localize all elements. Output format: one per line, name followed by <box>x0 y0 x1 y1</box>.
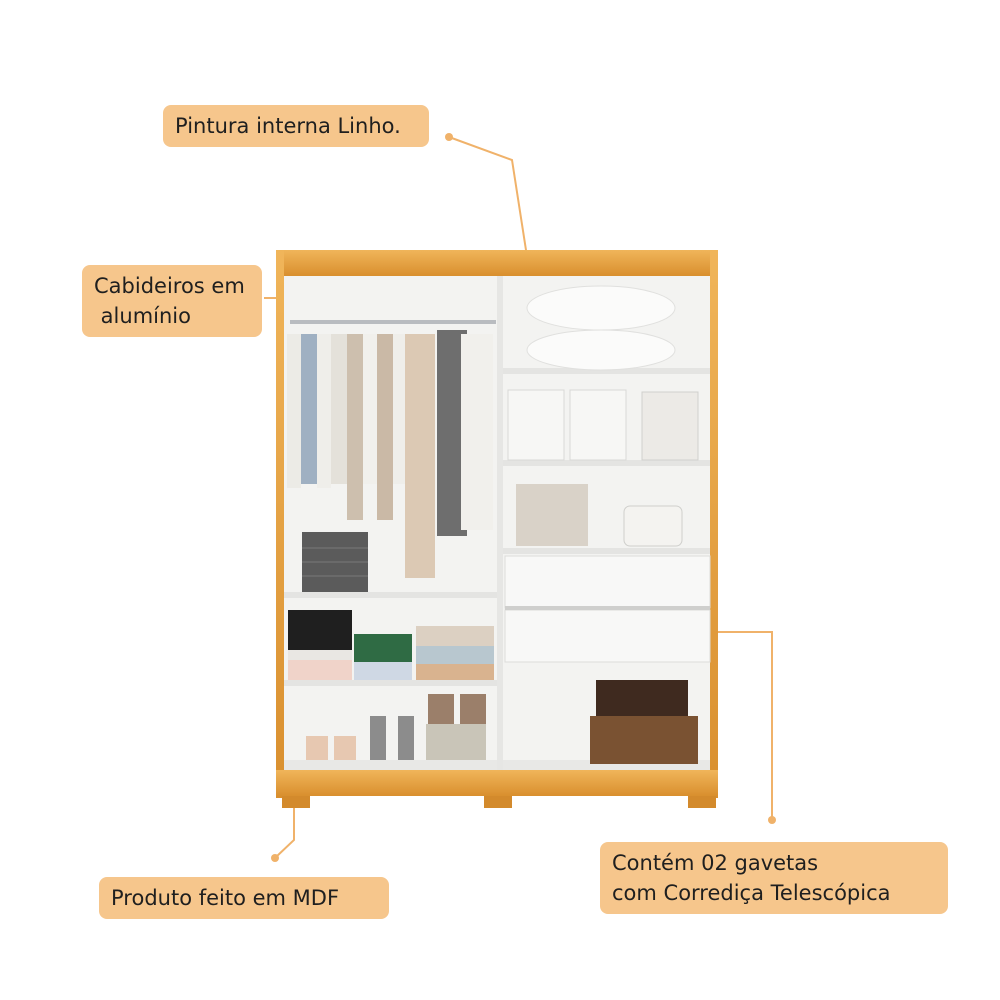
stacked-boxes <box>516 484 588 546</box>
wardrobe-left-side <box>276 250 284 798</box>
callout-paint-text: Pintura interna Linho. <box>175 114 401 138</box>
leader-material <box>275 800 295 858</box>
callout-drawers-line1: Contém 02 gavetas <box>612 851 819 875</box>
right-floor <box>503 760 710 770</box>
wardrobe-top <box>276 250 718 276</box>
callout-hangers: Cabideiros em alumínio <box>82 265 262 337</box>
callout-paint: Pintura interna Linho. <box>163 105 429 147</box>
drawer-upper <box>504 555 711 609</box>
right-shelf-2 <box>503 460 710 466</box>
foot-middle <box>484 796 512 808</box>
callout-hangers-line1: Cabideiros em <box>94 274 245 298</box>
center-divider <box>497 276 503 770</box>
foot-left <box>282 796 310 808</box>
left-shelf-lower <box>284 680 497 686</box>
right-shelf-3 <box>503 548 710 554</box>
shoes-and-box <box>306 694 486 760</box>
handbag <box>623 505 683 547</box>
suitcases <box>590 680 698 764</box>
right-shelf-1 <box>503 368 710 374</box>
wardrobe-right-side <box>710 250 718 798</box>
folded-towels <box>507 389 699 461</box>
left-shelf-upper <box>284 592 497 598</box>
hanging-rod <box>290 320 496 324</box>
wardrobe <box>276 250 718 808</box>
leader-drawers <box>694 631 773 818</box>
callout-drawers: Contém 02 gavetas com Corrediça Telescóp… <box>600 842 948 914</box>
left-floor <box>284 760 497 770</box>
wardrobe-base <box>276 770 718 796</box>
callout-hangers-line2: alumínio <box>94 304 191 328</box>
foot-right <box>688 796 716 808</box>
folded-clothes-left <box>288 610 494 680</box>
hanging-clothes <box>287 330 493 578</box>
pillows <box>526 285 676 371</box>
callout-drawers-line2: com Corrediça Telescópica <box>612 881 891 905</box>
callout-material-text: Produto feito em MDF <box>111 886 340 910</box>
drawer-lower <box>504 609 711 663</box>
callout-material: Produto feito em MDF <box>99 877 389 919</box>
